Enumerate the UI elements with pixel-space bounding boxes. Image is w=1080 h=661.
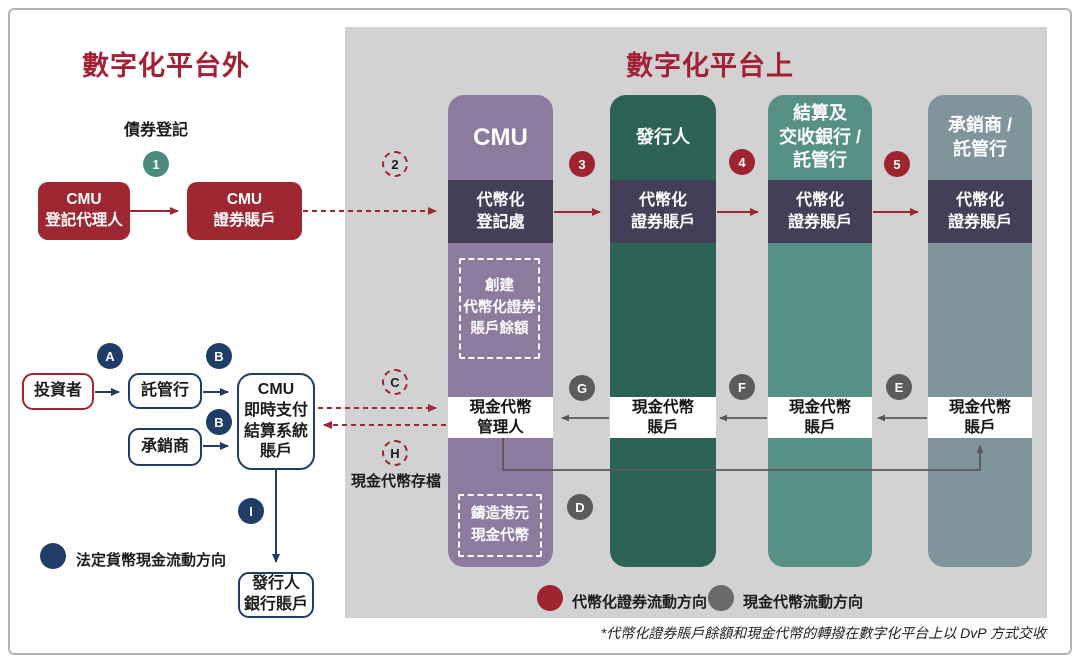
column-issuer-header: 發行人 [636, 126, 690, 147]
column-issuer-cash-band: 現金代幣 賬戶 [610, 397, 716, 438]
dvp-footnote: *代幣化證券賬戶餘額和現金代幣的轉撥在數字化平台上以 DvP 方式交收 [600, 625, 1046, 641]
step-3-badge: 3 [569, 151, 595, 177]
bond-registration-label: 債券登記 [123, 122, 188, 139]
underwriter-box: 承銷商 [128, 428, 202, 466]
legend-cash-token-label: 現金代幣流動方向 [743, 594, 864, 611]
create-token-balance-box: 創建 代幣化證券 賬戶餘額 [459, 258, 540, 359]
column-settlement-cash-band: 現金代幣 賬戶 [768, 397, 872, 438]
legend-fiat-dot [40, 543, 66, 569]
cmu-rtgs-account-box: CMU 即時支付 結算系統 賬戶 [237, 373, 315, 470]
column-cmu-registry-band: 代幣化 登記處 [448, 180, 553, 243]
step-D-badge: D [567, 494, 593, 520]
custodian-box: 託管行 [128, 373, 202, 409]
legend-fiat-label: 法定貨幣現金流動方向 [76, 552, 227, 569]
column-settlement-header: 結算及 交收銀行 / 託管行 [778, 103, 861, 171]
column-underwriter: 承銷商 / 託管行 代幣化 證券賬戶 現金代幣 賬戶 [928, 95, 1032, 567]
cmu-registrar-box: CMU 登記代理人 [38, 182, 130, 240]
column-settlement-bank: 結算及 交收銀行 / 託管行 代幣化 證券賬戶 現金代幣 賬戶 [768, 95, 872, 567]
step-A-badge: A [97, 343, 123, 369]
column-issuer: 發行人 代幣化 證券賬戶 現金代幣 賬戶 [610, 95, 716, 567]
legend-cash-token-dot [708, 585, 734, 611]
step-G-badge: G [569, 375, 595, 401]
mint-hkd-cash-token-box: 鑄造港元 現金代幣 [458, 494, 542, 557]
column-cmu-cash-band: 現金代幣 管理人 [448, 397, 553, 438]
step-E-badge: E [886, 374, 912, 400]
investor-box: 投資者 [22, 373, 94, 410]
step-H-badge: H [382, 440, 408, 466]
column-settlement-securities-band: 代幣化 證券賬戶 [768, 180, 872, 243]
step-5-badge: 5 [884, 151, 910, 177]
cash-token-archive-label: 現金代幣存檔 [350, 473, 441, 490]
step-I-badge: I [238, 498, 264, 524]
step-1-badge: 1 [143, 151, 169, 177]
column-cmu-header: CMU [473, 123, 528, 151]
issuer-bank-account-box: 發行人 銀行賬戶 [238, 572, 314, 618]
step-F-badge: F [729, 374, 755, 400]
step-B-badge-top: B [206, 343, 232, 369]
column-underwriter-cash-band: 現金代幣 賬戶 [928, 397, 1032, 438]
step-2-badge: 2 [382, 151, 408, 177]
legend-token-securities-label: 代幣化證券流動方向 [572, 594, 708, 611]
column-issuer-securities-band: 代幣化 證券賬戶 [610, 180, 716, 243]
title-on-platform: 數字化平台上 [626, 51, 794, 81]
column-underwriter-securities-band: 代幣化 證券賬戶 [928, 180, 1032, 243]
step-4-badge: 4 [729, 149, 755, 175]
column-cmu: CMU 代幣化 登記處 創建 代幣化證券 賬戶餘額 現金代幣 管理人 鑄造港元 … [448, 95, 553, 567]
cmu-securities-account-box: CMU 證券賬戶 [187, 182, 302, 240]
legend-token-securities-dot [537, 585, 563, 611]
step-C-badge: C [382, 369, 408, 395]
step-B-badge-bottom: B [206, 409, 232, 435]
title-outside-platform: 數字化平台外 [82, 51, 250, 81]
column-underwriter-header: 承銷商 / 託管行 [947, 115, 1012, 159]
